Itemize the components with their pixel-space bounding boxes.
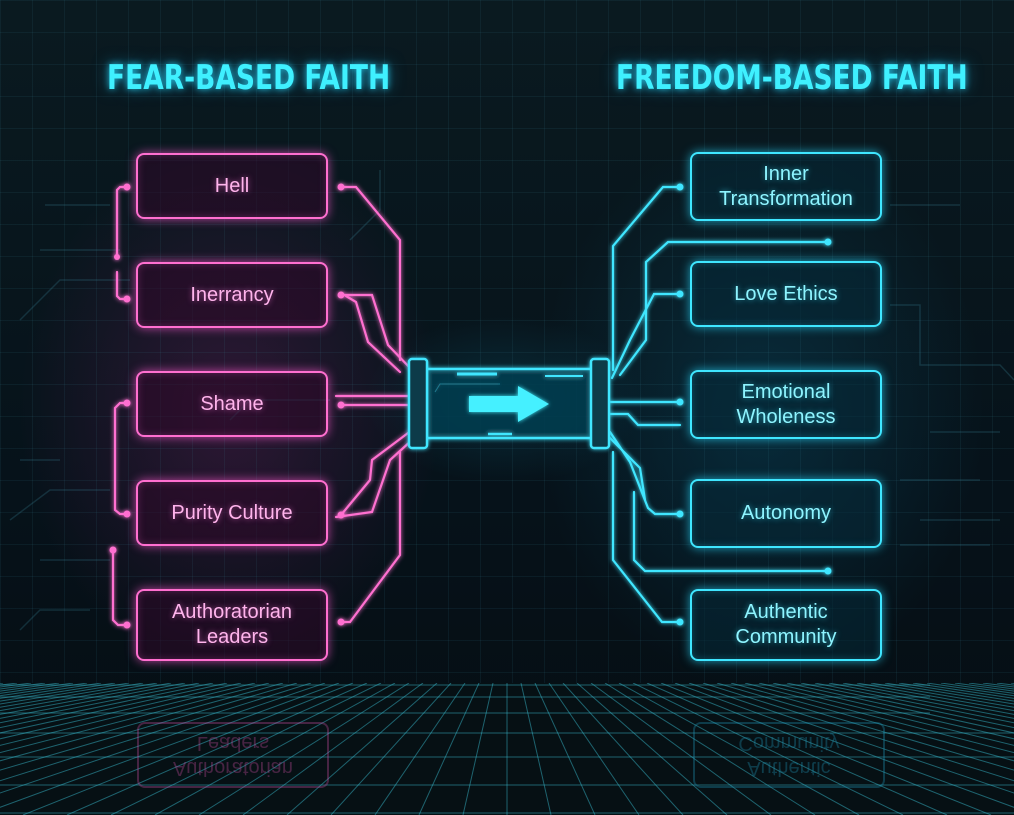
left-panel-title: FEAR-BASED FAITH — [107, 58, 391, 98]
freedom-item-label: Autonomy — [740, 502, 832, 524]
fear-item-label: Inerrancy — [190, 283, 274, 306]
freedom-item-label: Authentic Community — [735, 601, 837, 648]
fear-item-label: Authoratorian Leaders — [171, 601, 293, 648]
fear-item-purity-culture: Purity Culture — [136, 480, 328, 546]
freedom-item-emotional-wholeness: Emotional Wholeness — [690, 370, 882, 439]
right-panel-title: FREEDOM-BASED FAITH — [616, 58, 968, 98]
freedom-item-label: Inner Transformation — [719, 162, 853, 210]
freedom-item-inner-transformation: Inner Transformation — [690, 152, 882, 221]
fear-item-shame: Shame — [136, 371, 328, 437]
freedom-item-autonomy: Autonomy — [690, 479, 882, 548]
perspective-floor — [0, 683, 1014, 815]
background-grid — [0, 0, 1014, 685]
freedom-item-authentic-community: Authentic Community — [690, 589, 882, 661]
fear-item-inerrancy: Inerrancy — [136, 262, 328, 328]
fear-item-label: Shame — [200, 392, 264, 415]
freedom-item-label: Love Ethics — [734, 282, 838, 305]
freedom-item-label: Emotional Wholeness — [736, 380, 836, 428]
center-converter — [407, 357, 611, 450]
fear-item-hell: Hell — [136, 153, 328, 219]
arrow-right-icon — [469, 386, 549, 422]
fear-item-label: Purity Culture — [171, 501, 293, 524]
freedom-item-love-ethics: Love Ethics — [690, 261, 882, 327]
fear-item-label: Hell — [214, 174, 250, 197]
fear-item-authoritarian-leaders: Authoratorian Leaders — [136, 589, 328, 661]
